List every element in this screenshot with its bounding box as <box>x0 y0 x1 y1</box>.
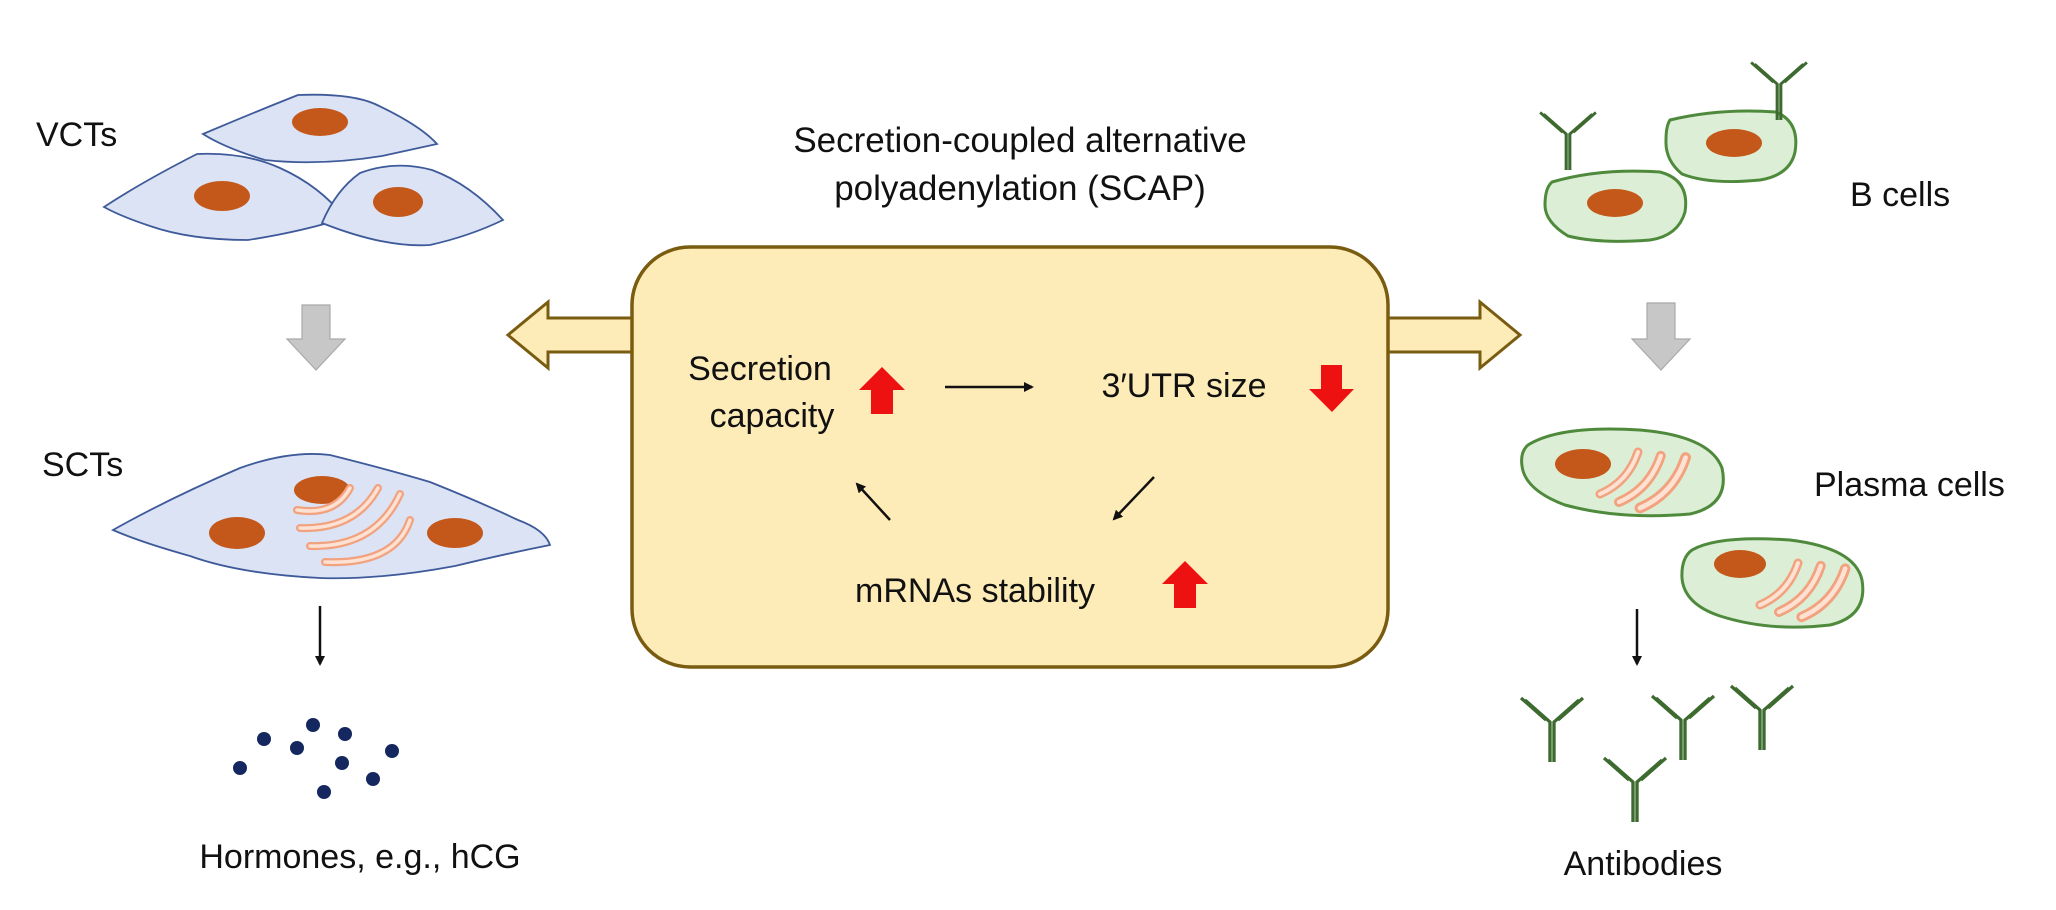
vct-nucleus <box>194 181 250 211</box>
secretion-up-arrow-icon <box>859 367 905 414</box>
antibody-icon <box>1519 696 1585 764</box>
antibody-icon <box>1650 694 1716 762</box>
scap-box <box>630 245 1390 669</box>
hormone-dot <box>257 732 271 746</box>
stability-up-arrow-icon <box>1162 561 1208 608</box>
sct-label: SCTs <box>42 446 123 484</box>
secretion-capacity-line1: Secretion <box>688 350 832 388</box>
hormone-dot <box>366 772 380 786</box>
plasma-nucleus <box>1714 550 1766 578</box>
hormone-label: Hormones, e.g., hCG <box>199 838 520 876</box>
mrna-stability-label: mRNAs stability <box>855 572 1095 610</box>
hormone-dot <box>317 785 331 799</box>
hormone-dot <box>385 744 399 758</box>
vct-label: VCTs <box>36 116 117 154</box>
sct-nucleus <box>427 518 483 548</box>
sct-nucleus <box>209 517 265 549</box>
plasma-label: Plasma cells <box>1814 466 2005 504</box>
hormone-dot <box>306 718 320 732</box>
vct-cells <box>102 93 505 247</box>
antibody-cluster <box>1519 684 1795 824</box>
antibody-icon <box>1729 684 1795 752</box>
utr-size-label: 3′UTR size <box>1101 367 1266 405</box>
sct-cell-group <box>110 453 552 580</box>
hormone-dot <box>233 761 247 775</box>
plasma-nucleus <box>1555 449 1611 479</box>
bcell-to-plasma-gray-arrow <box>1630 302 1692 371</box>
bcell-group <box>1538 60 1809 243</box>
hormone-dot <box>290 741 304 755</box>
antibody-icon <box>1538 110 1598 172</box>
plasma-cell-group <box>1520 427 1865 629</box>
antibody-icon <box>1602 756 1668 824</box>
scap-title-line1: Secretion-coupled alternative <box>793 121 1246 160</box>
vct-to-sct-gray-arrow <box>285 304 347 371</box>
bcell-nucleus <box>1587 189 1643 217</box>
stability-to-secretion-arrow <box>855 482 891 521</box>
right-outline-arrow <box>1383 298 1523 372</box>
sct-er <box>293 484 414 567</box>
secretion-capacity-line2: capacity <box>710 397 835 435</box>
antibody-label: Antibodies <box>1564 845 1723 883</box>
left-outline-arrow <box>505 298 634 372</box>
sct-cell <box>110 453 552 580</box>
utr-down-arrow-icon <box>1309 365 1354 412</box>
vct-nucleus <box>292 108 348 136</box>
vct-nucleus <box>373 187 423 217</box>
hormone-dot <box>335 756 349 770</box>
utr-to-stability-arrow <box>1112 476 1155 521</box>
hormone-dots <box>233 718 399 799</box>
bcell-nucleus <box>1706 129 1762 157</box>
hormone-dot <box>338 727 352 741</box>
sct-nucleus <box>294 476 350 504</box>
scap-title-line2: polyadenylation (SCAP) <box>834 169 1206 208</box>
bcell-label: B cells <box>1850 176 1950 214</box>
